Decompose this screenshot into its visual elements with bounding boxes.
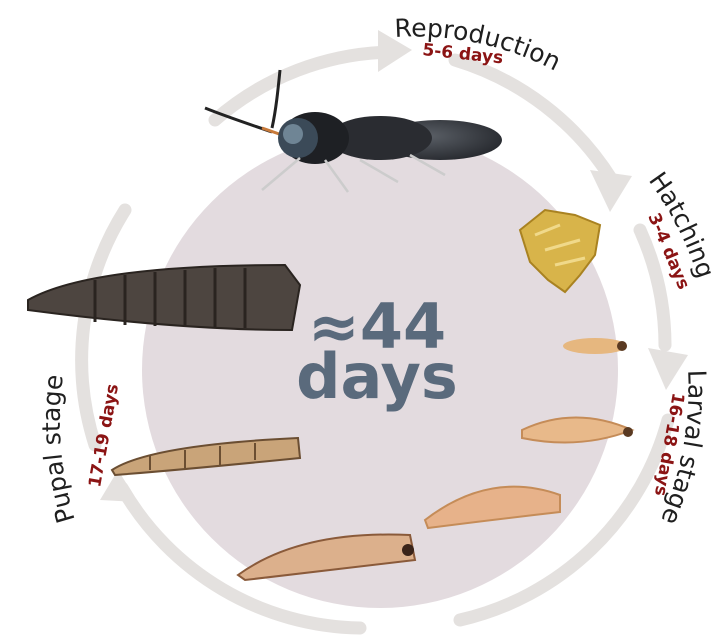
cycle-length-unit: days: [296, 340, 458, 413]
pupa-image: [28, 265, 300, 330]
arrowhead-larval: [648, 348, 688, 390]
stage-name-pupal: Pupal stage: [37, 373, 81, 526]
arrowhead-hatching: [590, 170, 632, 212]
small-larva-image: [563, 338, 627, 354]
